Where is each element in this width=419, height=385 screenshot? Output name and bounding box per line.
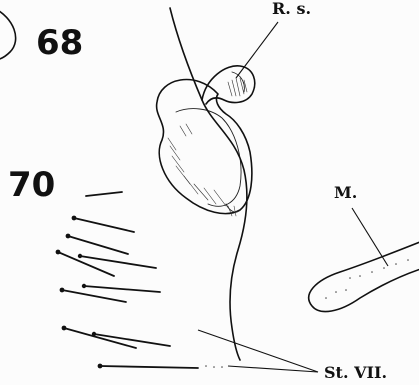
bristle (62, 290, 126, 302)
figure-70-number: 70 (8, 165, 55, 205)
label-receptaculum-text: R. s. (272, 0, 311, 18)
label-sternite-text: St. VII. (324, 363, 387, 382)
muscle-drawing (309, 238, 419, 312)
muscle-strand (309, 238, 419, 312)
figure-68: 68 (0, 8, 83, 63)
label-muscle: M. (334, 183, 388, 266)
bristle (68, 236, 128, 254)
label-sternite: St. VII. (198, 330, 387, 382)
receptaculum-inner-wall (176, 109, 241, 207)
figure-70: 70 (8, 165, 223, 368)
label-receptaculum-leader (236, 22, 278, 78)
bristle (100, 366, 198, 368)
receptaculum-coil (202, 66, 255, 104)
label-muscle-text: M. (334, 183, 357, 202)
figure-68-edge-curve (0, 8, 16, 60)
figure-68-number: 68 (36, 23, 83, 63)
label-sternite-leader-upper (198, 330, 318, 372)
receptaculum-seminis-drawing (157, 8, 255, 360)
bristle (86, 192, 122, 196)
bristle (58, 252, 114, 276)
bristle (64, 328, 136, 348)
sternite-stipple (205, 365, 223, 368)
label-receptaculum: R. s. (236, 0, 311, 78)
sternite-bristles (56, 192, 198, 368)
capsule-hatching (168, 124, 226, 206)
bristle (84, 286, 160, 292)
label-muscle-leader (352, 208, 388, 266)
bristle (74, 218, 134, 232)
receptaculum-duct (170, 8, 247, 360)
